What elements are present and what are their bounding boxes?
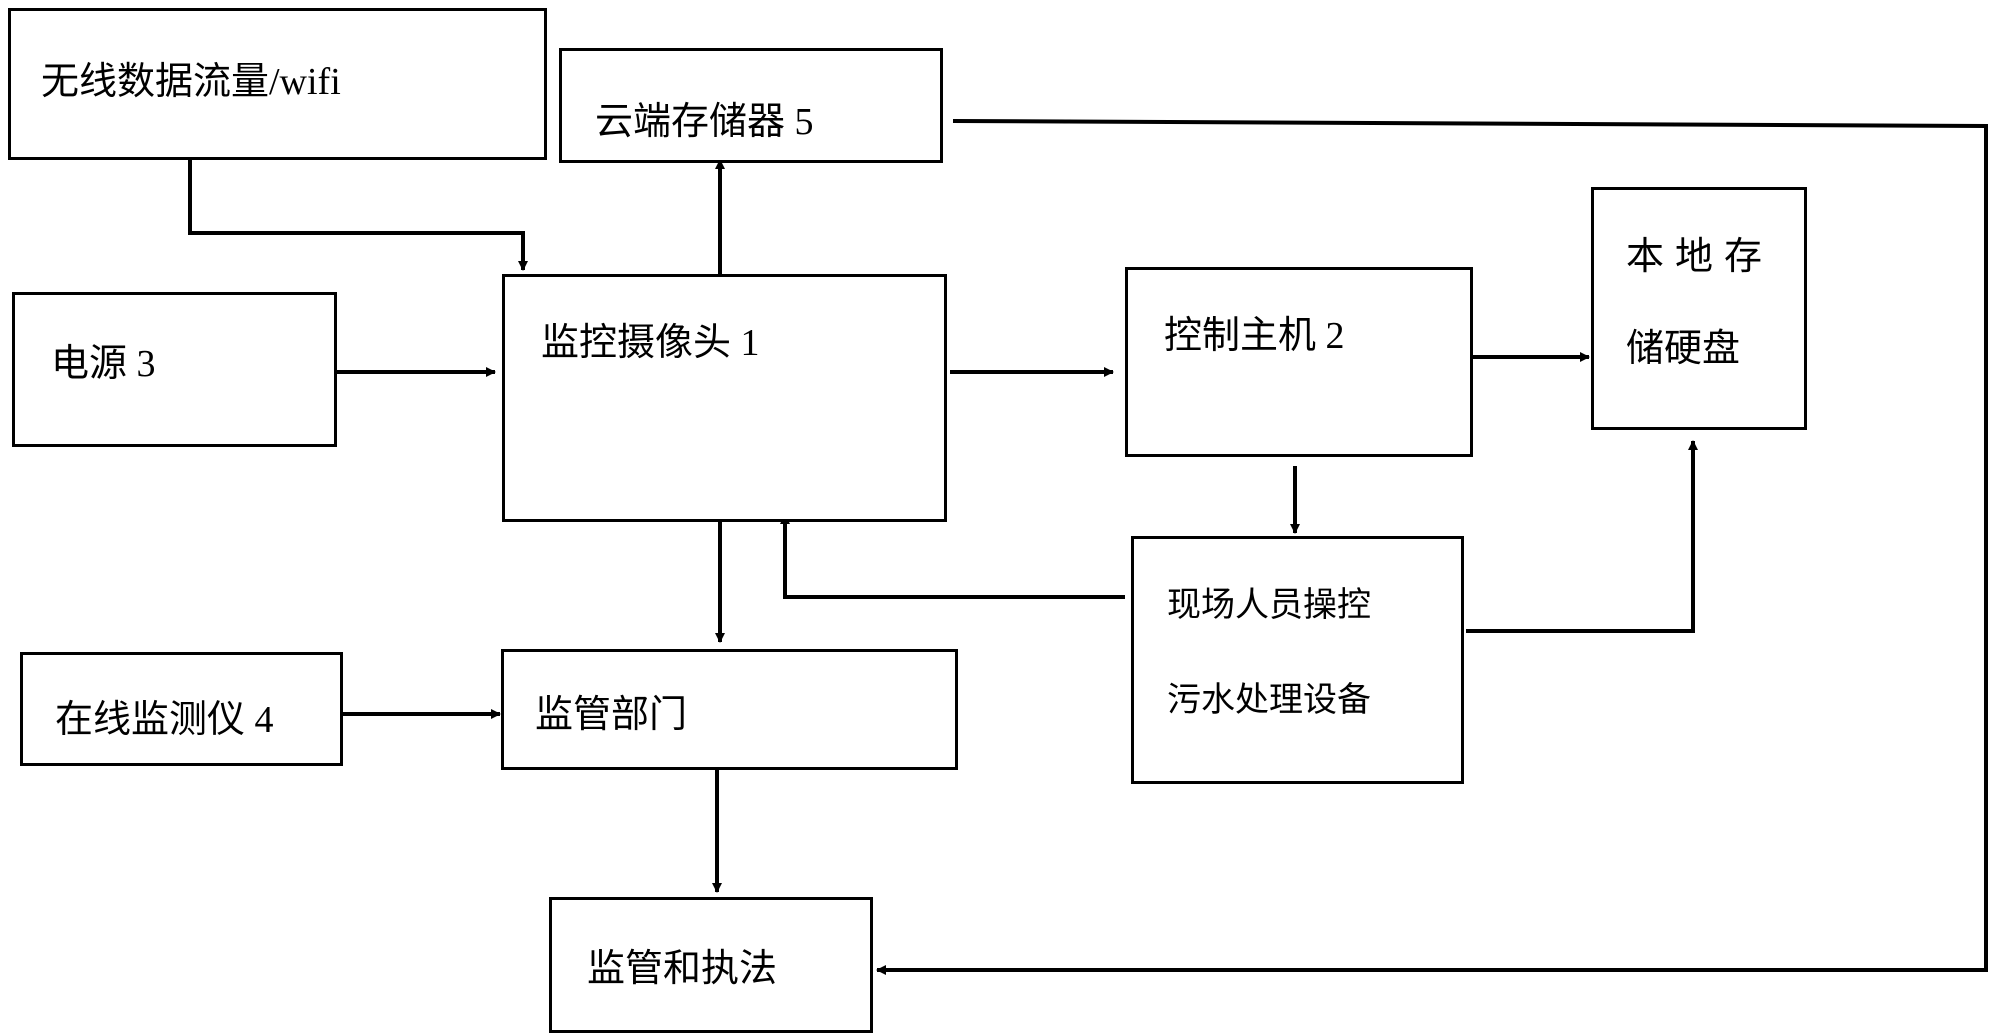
power-box: 电源 3 (12, 292, 337, 447)
online-monitor-label: 在线监测仪 4 (55, 699, 274, 741)
power-label: 电源 3 (51, 343, 156, 385)
cloud-storage-label: 云端存储器 5 (595, 101, 814, 143)
wireless-data-box: 无线数据流量/wifi (8, 8, 547, 160)
arrow-wireless-to-camera (188, 160, 528, 271)
enforcement-box: 监管和执法 (549, 897, 873, 1033)
camera-label: 监控摄像头 1 (541, 322, 760, 364)
regulator-box: 监管部门 (501, 649, 958, 770)
cloud-storage-box: 云端存储器 5 (559, 48, 943, 163)
regulator-label: 监管部门 (535, 694, 688, 736)
wireless-data-label: 无线数据流量/wifi (41, 61, 341, 103)
control-host-label: 控制主机 2 (1164, 315, 1345, 357)
camera-box: 监控摄像头 1 (502, 274, 947, 522)
operator-label-2: 污水处理设备 (1167, 682, 1371, 719)
local-storage-box: 本地存 储硬盘 (1591, 187, 1807, 430)
local-storage-label-2: 储硬盘 (1626, 328, 1741, 370)
online-monitor-box: 在线监测仪 4 (20, 652, 343, 766)
operator-label-1: 现场人员操控 (1167, 587, 1371, 624)
arrow-cloud-to-enforcement (876, 119, 1988, 975)
arrow-operator-to-local-storage (1466, 440, 1698, 633)
enforcement-label: 监管和执法 (587, 948, 778, 990)
control-host-box: 控制主机 2 (1125, 267, 1473, 457)
operator-box: 现场人员操控 污水处理设备 (1131, 536, 1464, 784)
local-storage-label-1: 本地存 (1626, 236, 1774, 278)
arrow-operator-to-camera (780, 514, 1125, 599)
